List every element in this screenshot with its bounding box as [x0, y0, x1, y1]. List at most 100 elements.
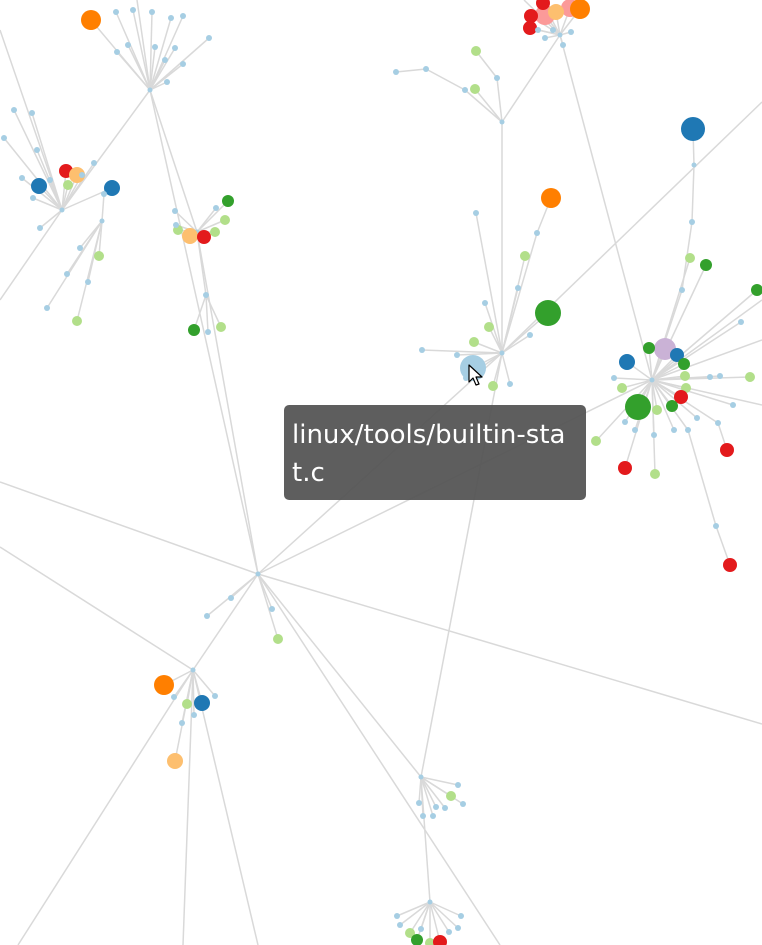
graph-node[interactable]: [420, 813, 426, 819]
graph-node[interactable]: [535, 300, 561, 326]
graph-node[interactable]: [94, 251, 104, 261]
graph-node[interactable]: [44, 305, 50, 311]
graph-node[interactable]: [458, 913, 464, 919]
graph-node[interactable]: [222, 195, 234, 207]
graph-node[interactable]: [197, 230, 211, 244]
graph-node[interactable]: [180, 13, 186, 19]
graph-node[interactable]: [548, 4, 564, 20]
graph-node[interactable]: [79, 172, 85, 178]
graph-node[interactable]: [29, 110, 35, 116]
graph-node[interactable]: [570, 0, 590, 19]
graph-node[interactable]: [220, 215, 230, 225]
graph-node[interactable]: [618, 461, 632, 475]
graph-node[interactable]: [59, 207, 65, 213]
graph-node[interactable]: [717, 373, 723, 379]
graph-node[interactable]: [37, 225, 43, 231]
graph-node[interactable]: [418, 926, 424, 932]
graph-node[interactable]: [19, 175, 25, 181]
graph-node[interactable]: [433, 935, 447, 945]
graph-node[interactable]: [130, 7, 136, 13]
graph-node[interactable]: [691, 162, 697, 168]
graph-node[interactable]: [455, 782, 461, 788]
graph-node[interactable]: [101, 191, 107, 197]
graph-node[interactable]: [81, 10, 101, 30]
graph-node[interactable]: [469, 337, 479, 347]
graph-node[interactable]: [164, 79, 170, 85]
graph-node[interactable]: [430, 813, 436, 819]
graph-node[interactable]: [499, 119, 505, 125]
graph-node[interactable]: [679, 287, 685, 293]
graph-node[interactable]: [77, 245, 83, 251]
graph-node[interactable]: [471, 46, 481, 56]
graph-node[interactable]: [550, 27, 556, 33]
graph-node[interactable]: [423, 66, 429, 72]
graph-node[interactable]: [463, 375, 469, 381]
graph-node[interactable]: [455, 925, 461, 931]
graph-node[interactable]: [204, 613, 210, 619]
graph-node[interactable]: [738, 319, 744, 325]
graph-node[interactable]: [34, 147, 40, 153]
graph-node[interactable]: [470, 84, 480, 94]
graph-node[interactable]: [228, 595, 234, 601]
graph-node[interactable]: [69, 167, 85, 183]
graph-node[interactable]: [622, 419, 628, 425]
graph-node[interactable]: [720, 443, 734, 457]
graph-node[interactable]: [419, 347, 425, 353]
graph-node[interactable]: [652, 405, 662, 415]
graph-node[interactable]: [191, 712, 197, 718]
graph-node[interactable]: [64, 271, 70, 277]
graph-node[interactable]: [269, 606, 275, 612]
graph-node[interactable]: [671, 427, 677, 433]
graph-node[interactable]: [462, 87, 468, 93]
graph-node[interactable]: [104, 180, 120, 196]
graph-node[interactable]: [416, 800, 422, 806]
graph-node[interactable]: [482, 300, 488, 306]
graph-node[interactable]: [689, 219, 695, 225]
graph-node[interactable]: [212, 693, 218, 699]
graph-node[interactable]: [433, 804, 439, 810]
graph-node[interactable]: [515, 285, 521, 291]
graph-node[interactable]: [172, 45, 178, 51]
graph-node[interactable]: [1, 135, 7, 141]
graph-node[interactable]: [63, 180, 73, 190]
graph-node[interactable]: [611, 375, 617, 381]
graph-node[interactable]: [182, 699, 192, 709]
graph-node[interactable]: [397, 922, 403, 928]
graph-node[interactable]: [11, 107, 17, 113]
graph-node[interactable]: [484, 322, 494, 332]
graph-node[interactable]: [72, 316, 82, 326]
graph-node[interactable]: [205, 329, 211, 335]
graph-node[interactable]: [147, 87, 153, 93]
graph-node[interactable]: [149, 9, 155, 15]
graph-node[interactable]: [560, 42, 566, 48]
graph-node[interactable]: [617, 383, 627, 393]
graph-node[interactable]: [394, 913, 400, 919]
graph-node[interactable]: [681, 117, 705, 141]
graph-node[interactable]: [715, 420, 721, 426]
graph-node[interactable]: [173, 222, 179, 228]
graph-node[interactable]: [499, 350, 505, 356]
graph-node[interactable]: [568, 29, 574, 35]
graph-node[interactable]: [203, 292, 209, 298]
graph-node[interactable]: [619, 354, 635, 370]
graph-node[interactable]: [536, 0, 550, 10]
graph-node[interactable]: [666, 400, 678, 412]
graph-node[interactable]: [85, 279, 91, 285]
graph-node[interactable]: [190, 667, 196, 673]
graph-node[interactable]: [643, 342, 655, 354]
graph-node[interactable]: [713, 523, 719, 529]
graph-node[interactable]: [206, 35, 212, 41]
graph-node[interactable]: [418, 774, 424, 780]
graph-node[interactable]: [678, 358, 690, 370]
graph-node[interactable]: [535, 27, 541, 33]
graph-node[interactable]: [427, 899, 433, 905]
graph-node[interactable]: [524, 9, 538, 23]
graph-node[interactable]: [91, 160, 97, 166]
graph-node[interactable]: [494, 75, 500, 81]
graph-node[interactable]: [745, 372, 755, 382]
graph-node[interactable]: [411, 934, 423, 945]
graph-node[interactable]: [30, 195, 36, 201]
graph-node[interactable]: [113, 9, 119, 15]
